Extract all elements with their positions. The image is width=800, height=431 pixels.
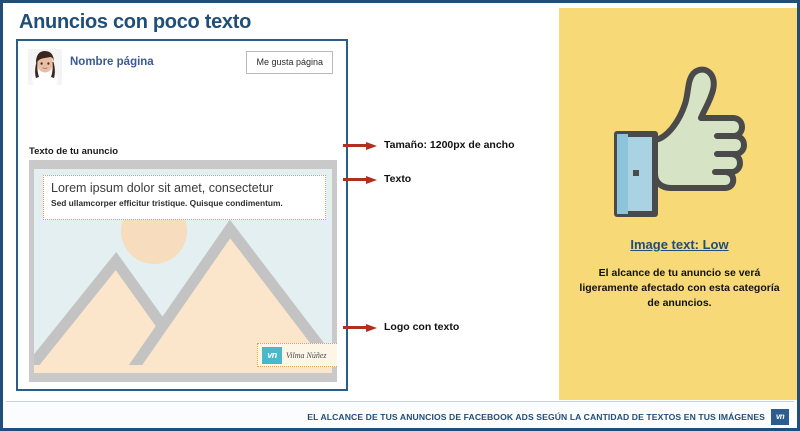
creative-headline-box: Lorem ipsum dolor sit amet, consectetur …: [43, 175, 326, 220]
thumbs-up-wrap: [559, 60, 797, 220]
avatar: [28, 49, 62, 85]
logo-name: Vilma Núñez: [286, 350, 327, 360]
page-title: Anuncios con poco texto: [19, 11, 251, 33]
callout-size-label: Tamaño: 1200px de ancho: [384, 139, 515, 151]
ad-page-name[interactable]: Nombre página: [70, 56, 154, 68]
callout-logo: Logo con texto: [343, 321, 459, 333]
thumbs-up-icon: [613, 66, 747, 217]
footer-text: EL ALCANCE DE TUS ANUNCIOS DE FACEBOOK A…: [307, 411, 765, 422]
arrow-right-icon: [343, 175, 377, 184]
ad-creative-image: Lorem ipsum dolor sit amet, consectetur …: [29, 160, 337, 382]
ad-body-text: Texto de tu anuncio: [29, 146, 119, 157]
footer-logo-badge: vn: [771, 408, 789, 425]
arrow-right-icon: [343, 141, 377, 150]
rating-panel: Image text: Low El alcance de tu anuncio…: [559, 8, 797, 400]
callout-text: Texto: [343, 173, 411, 185]
callout-logo-label: Logo con texto: [384, 321, 460, 333]
footer: EL ALCANCE DE TUS ANUNCIOS DE FACEBOOK A…: [3, 402, 797, 428]
footer-divider: [6, 401, 794, 402]
arrow-right-icon: [343, 323, 377, 332]
creative-subheadline: Sed ullamcorper efficitur tristique. Qui…: [51, 197, 283, 208]
logo-badge: vn: [262, 346, 282, 364]
creative-logo-watermark: vn Vilma Núñez: [257, 343, 337, 367]
callout-size: Tamaño: 1200px de ancho: [343, 139, 515, 151]
facebook-ad-card: Nombre página Me gusta página Texto de t…: [16, 39, 348, 391]
creative-headline: Lorem ipsum dolor sit amet, consectetur: [51, 181, 274, 195]
rating-description: El alcance de tu anuncio se verá ligeram…: [579, 267, 780, 310]
callout-text-label: Texto: [384, 173, 412, 185]
like-page-button[interactable]: Me gusta página: [246, 51, 333, 74]
rating-label: Image text: Low: [630, 237, 729, 252]
ad-card-header: Nombre página Me gusta página: [28, 49, 336, 91]
